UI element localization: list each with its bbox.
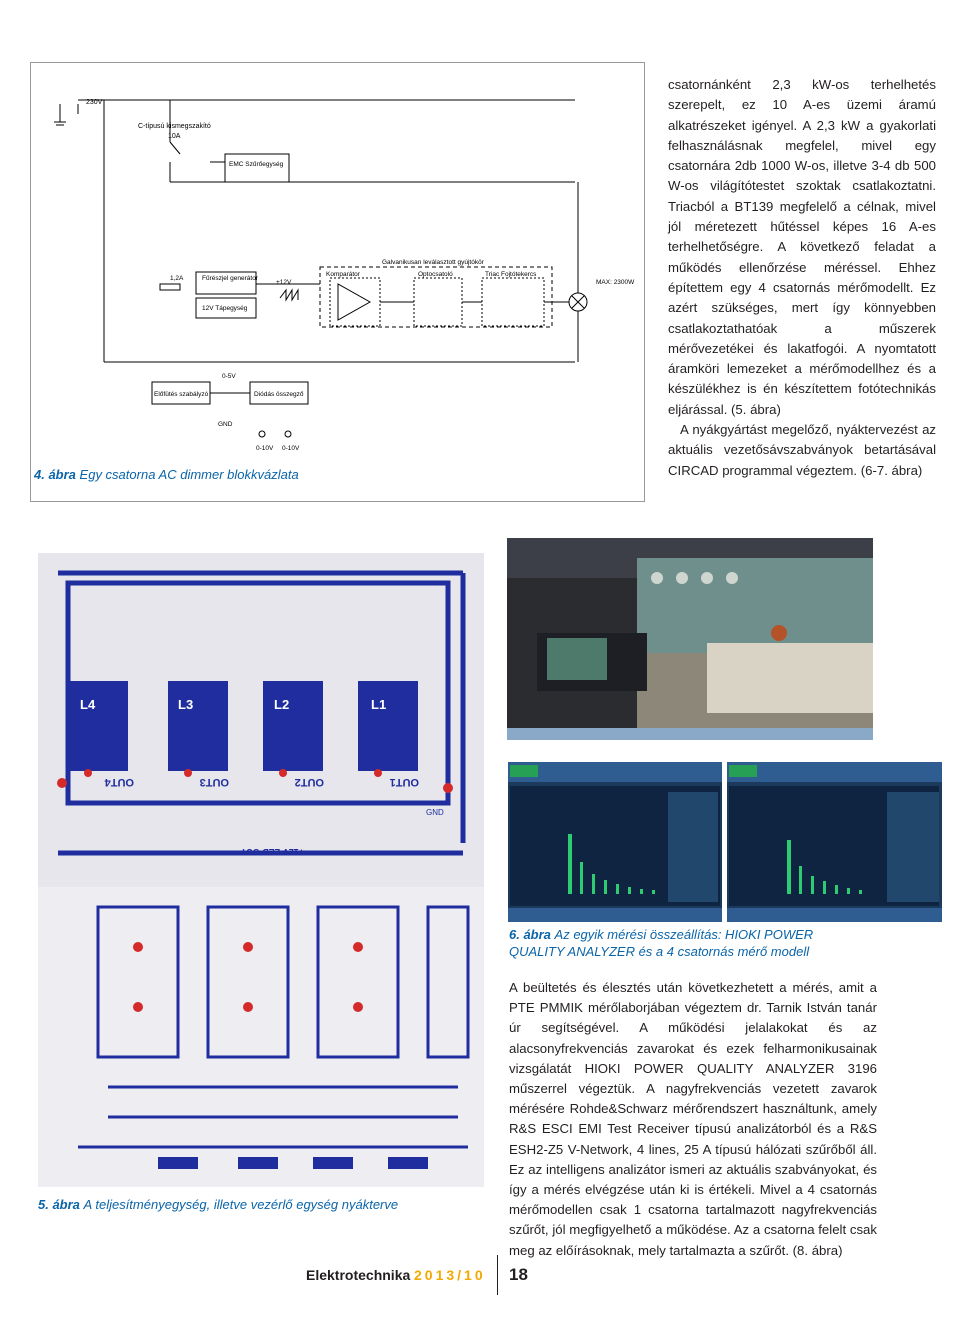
- label-breaker-amp: 10A: [168, 133, 181, 140]
- label-breaker: C-típusú kismegszakító: [138, 123, 211, 130]
- figure-5-caption: 5. ábra A teljesítményegység, illetve ve…: [38, 1196, 398, 1213]
- paragraph-1: csatornánként 2,3 kW-os terhelhetés szer…: [668, 77, 936, 417]
- journal-name: Elektrotechnika: [306, 1267, 411, 1283]
- label-plus12: +12V: [276, 279, 292, 286]
- pcb-control-layout: [38, 887, 484, 1187]
- page-number: 18: [509, 1265, 528, 1284]
- label-bias: Előfütés szabályzó: [154, 391, 209, 398]
- paragraph-3: A beültetés és élesztés után következhet…: [509, 980, 877, 1258]
- label-comparator: Komparátor: [326, 271, 361, 278]
- figure-4-title: Egy csatorna AC dimmer blokkvázlata: [79, 467, 299, 482]
- dimmer-block-schematic: 230V C-típusú kismegszakító 10A EMC Szűr…: [30, 62, 645, 502]
- label-230v: 230V: [86, 99, 103, 106]
- label-triac: Triac Fojtótekercs: [485, 271, 537, 278]
- load-label-l4: L4: [80, 697, 96, 712]
- label-max-power: MAX: 2300W: [596, 279, 635, 286]
- issue-number: 2013/10: [414, 1267, 486, 1283]
- footer-divider: [497, 1255, 498, 1295]
- figure-5-title: A teljesítményegység, illetve vezérlő eg…: [83, 1197, 399, 1212]
- label-galvanic: Galvanikusan leválasztott gyújtókör: [382, 259, 485, 266]
- label-optocoupler: Optocsatoló: [418, 271, 453, 278]
- label-0-5v: 0-5V: [222, 373, 236, 380]
- pcb-power-artwork: L4 L3 L2 L1 OUT4 OUT3 OUT2 OUT1 +12V LED…: [38, 553, 484, 887]
- out-label-4: OUT4: [104, 776, 134, 788]
- out-label-2: OUT2: [295, 776, 324, 788]
- label-emc: EMC Szűrőegység: [229, 161, 284, 168]
- label-0-10v-a: 0-10V: [256, 445, 274, 452]
- pcb-power-layout: L4 L3 L2 L1 OUT4 OUT3 OUT2 OUT1 +12V LED…: [38, 553, 484, 887]
- out-label-1: OUT1: [390, 776, 419, 788]
- label-fuse: 1,2A: [170, 275, 184, 282]
- load-label-l2: L2: [274, 697, 289, 712]
- figure-4-number: 4. ábra: [34, 467, 76, 482]
- pcb-control-artwork: [38, 887, 484, 1187]
- label-diode-summer: Diódás összegző: [254, 391, 304, 398]
- load-label-l1: L1: [371, 697, 386, 712]
- body-text-column-bottom: A beültetés és élesztés után következhet…: [509, 978, 877, 1261]
- label-saw-gen: Fűrészjel generátor: [202, 275, 259, 282]
- figure-6-number: 6. ábra: [509, 927, 551, 942]
- figure-5-number: 5. ábra: [38, 1197, 80, 1212]
- analyzer-screen-2: [727, 762, 942, 922]
- photo-analyzer-screen-1: [508, 762, 722, 922]
- label-gnd: GND: [218, 421, 233, 428]
- page-footer: Elektrotechnika 2013/10 18: [0, 1255, 960, 1295]
- gnd-label: GND: [426, 808, 444, 817]
- led-out-label: +12V LED OUT: [240, 847, 304, 857]
- photo-analyzer-screen-2: [727, 762, 942, 922]
- label-0-10v-b: 0-10V: [282, 445, 300, 452]
- body-text-column-top: csatornánként 2,3 kW-os terhelhetés szer…: [668, 75, 936, 481]
- out-label-3: OUT3: [200, 776, 229, 788]
- figure-4-caption: 4. ábra Egy csatorna AC dimmer blokkvázl…: [34, 466, 299, 483]
- label-supply: 12V Tápegység: [202, 305, 248, 312]
- photo-lab-illustration: [507, 538, 873, 740]
- photo-measurement-setup: [507, 538, 873, 740]
- analyzer-screen-1: [508, 762, 722, 922]
- load-label-l3: L3: [178, 697, 193, 712]
- paragraph-2: A nyákgyártást megelőző, nyáktervezést a…: [668, 422, 936, 478]
- figure-6-caption: 6. ábra Az egyik mérési összeállítás: HI…: [509, 926, 869, 960]
- figure-4-block-diagram: 230V C-típusú kismegszakító 10A EMC Szűr…: [30, 62, 645, 502]
- figure-6-title: Az egyik mérési összeállítás: HIOKI POWE…: [509, 927, 814, 959]
